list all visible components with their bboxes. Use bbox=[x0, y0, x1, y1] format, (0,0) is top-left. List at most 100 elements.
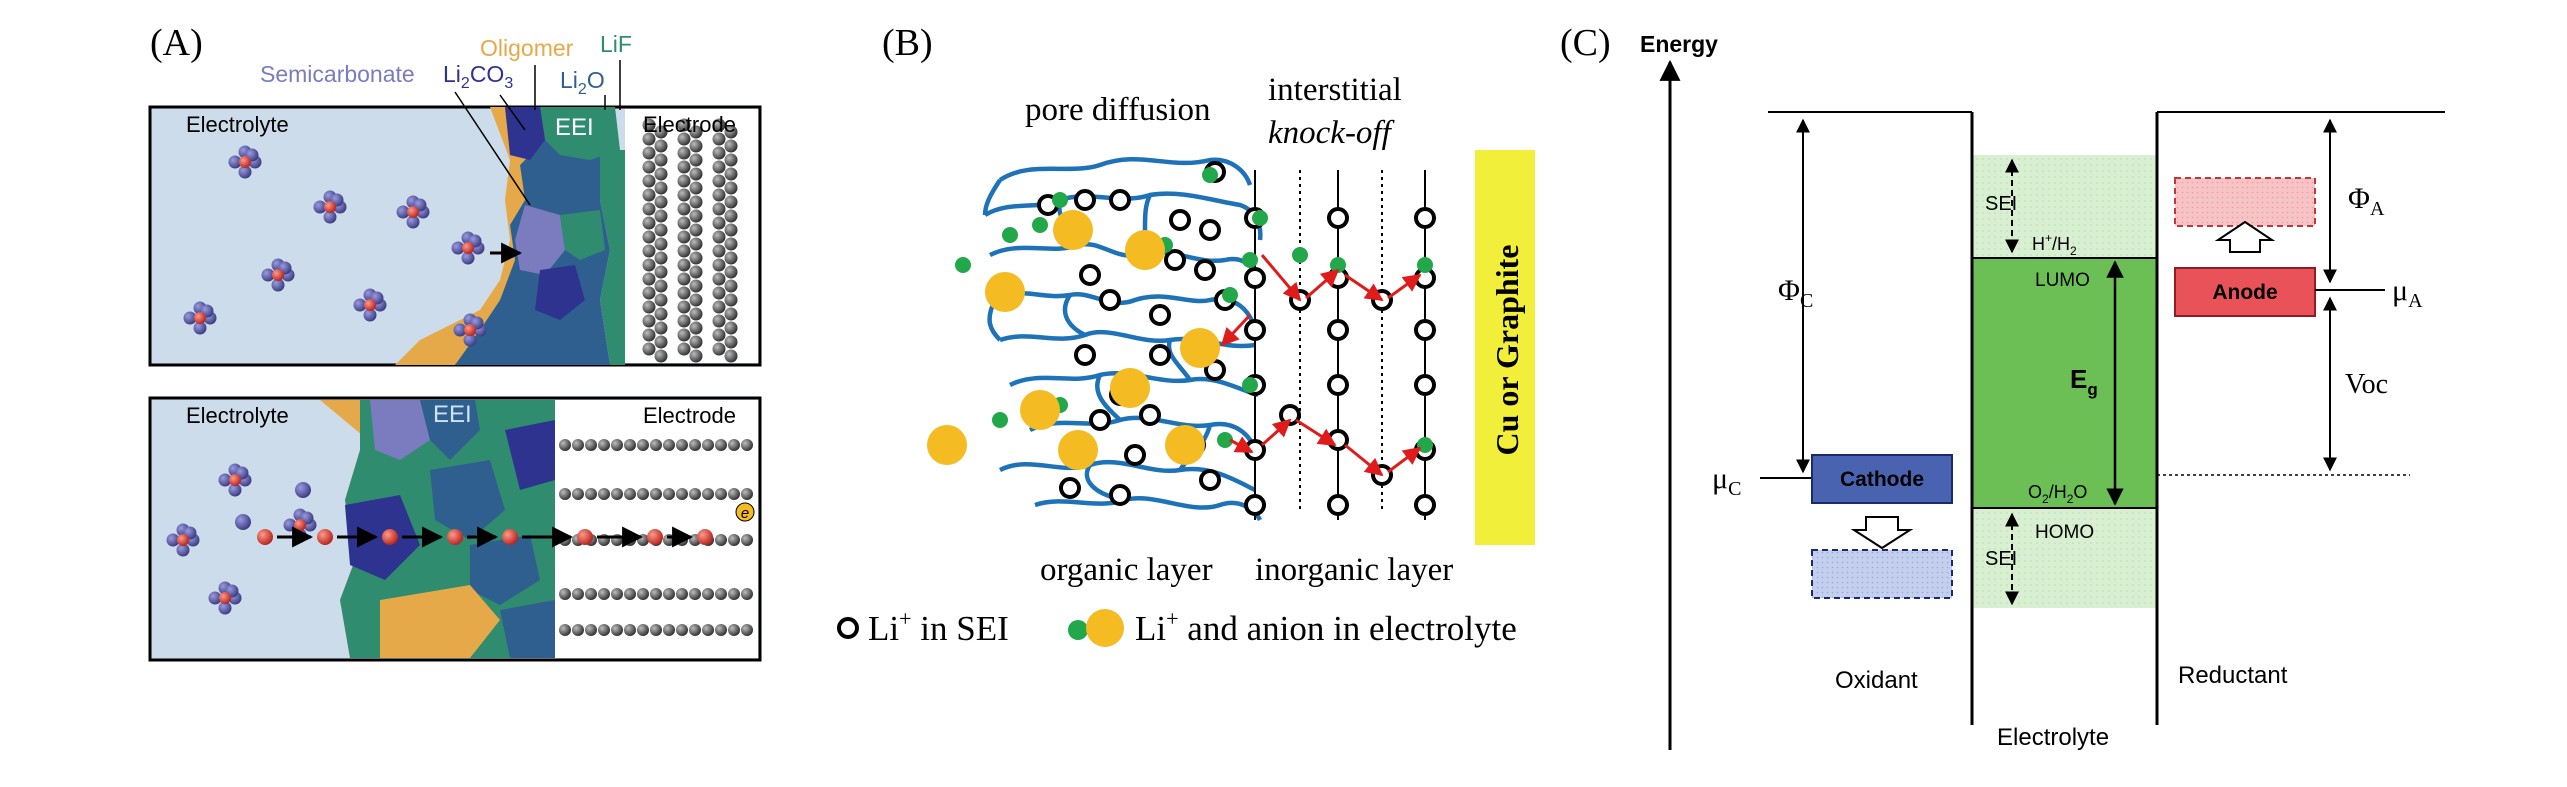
electrolyte-molecule bbox=[208, 581, 242, 615]
graphite-atom bbox=[642, 174, 656, 188]
anode-ghost-box bbox=[2174, 177, 2316, 227]
graphite-atom bbox=[642, 342, 656, 356]
graphite-atom bbox=[724, 293, 738, 307]
graphite-atom bbox=[654, 195, 668, 209]
anion-atom bbox=[295, 482, 311, 498]
electrolyte-li-ion bbox=[1292, 247, 1308, 263]
lithium-atom bbox=[219, 592, 231, 604]
graphite-atom bbox=[654, 349, 668, 363]
panel-b: (B) pore diffusion interstitial knock-of… bbox=[837, 22, 1535, 648]
mu-c-label: μC bbox=[1712, 462, 1741, 500]
red-transport-arrow bbox=[1344, 443, 1384, 477]
graphite-atom bbox=[654, 265, 668, 279]
graphite-atom bbox=[715, 624, 727, 636]
anion-atom bbox=[228, 155, 242, 169]
graphite-atom bbox=[712, 258, 726, 272]
graphite-atom bbox=[677, 202, 691, 216]
graphite-atom bbox=[677, 244, 691, 258]
lithium-ion bbox=[317, 529, 333, 545]
sei-li-ion bbox=[1109, 189, 1131, 211]
graphite-atom bbox=[689, 335, 703, 349]
sei-li-ion bbox=[1139, 404, 1161, 426]
graphite-atom bbox=[637, 488, 649, 500]
graphite-atom bbox=[677, 300, 691, 314]
graphite-atom bbox=[741, 624, 753, 636]
graphite-atom bbox=[642, 300, 656, 314]
red-transport-arrow bbox=[1229, 436, 1254, 454]
graphite-atom bbox=[728, 588, 740, 600]
graphite-atom bbox=[654, 335, 668, 349]
anion-atom bbox=[218, 473, 232, 487]
a-top-electrode-label: Electrode bbox=[643, 112, 736, 137]
sei-li-ion bbox=[1327, 374, 1349, 396]
band-gap bbox=[1972, 258, 2157, 508]
o-couple-label: O2/H2O bbox=[2028, 482, 2087, 506]
graphite-atom bbox=[677, 314, 691, 328]
interstitial-label: interstitial bbox=[1268, 72, 1402, 108]
panel-a-label: (A) bbox=[150, 22, 203, 64]
sei-li-ion bbox=[1124, 444, 1146, 466]
lithium-atom bbox=[272, 269, 284, 281]
graphite-atom bbox=[712, 202, 726, 216]
knock-off-label: knock-off bbox=[1268, 115, 1395, 151]
li2co3-region-2 bbox=[535, 265, 585, 320]
panel-a: (A) Electrolyte Electrode EEI Semicar bbox=[148, 22, 762, 662]
graphite-atom bbox=[654, 321, 668, 335]
electrolyte-molecule bbox=[453, 313, 487, 347]
li2o-b-4 bbox=[500, 600, 555, 658]
graphite-atom bbox=[598, 624, 610, 636]
graphite-atom bbox=[598, 488, 610, 500]
energy-axis-label: Energy bbox=[1640, 31, 1718, 57]
cathode-box bbox=[1811, 454, 1953, 504]
graphite-atom bbox=[689, 265, 703, 279]
graphite-atom bbox=[611, 624, 623, 636]
graphite-atom bbox=[728, 534, 740, 546]
sei-li-ion bbox=[1327, 494, 1349, 516]
anode-shift-arrow bbox=[2214, 220, 2276, 253]
graphite-atom bbox=[654, 251, 668, 265]
electrolyte-li-ion bbox=[1202, 167, 1218, 183]
legend-anion-marker bbox=[1086, 609, 1124, 647]
pore-diffusion-label: pore diffusion bbox=[1025, 92, 1210, 128]
sei-top-label: SEI bbox=[1985, 193, 2017, 215]
graphite-atom bbox=[689, 307, 703, 321]
graphite-atom bbox=[642, 188, 656, 202]
lithium-atom bbox=[229, 474, 241, 486]
anion bbox=[985, 272, 1025, 312]
sei-li-ion bbox=[1414, 374, 1436, 396]
graphite-atom bbox=[585, 588, 597, 600]
li-transport-chain bbox=[257, 526, 713, 548]
graphite-atom bbox=[712, 160, 726, 174]
phi-c-label: ΦC bbox=[1778, 274, 1813, 312]
red-transport-arrow bbox=[1387, 446, 1422, 474]
red-transport-arrow bbox=[1261, 418, 1292, 447]
electrode-region-b bbox=[555, 400, 758, 658]
graphite-atom bbox=[642, 146, 656, 160]
graphite-atom bbox=[715, 588, 727, 600]
cathode-ghost-box bbox=[1811, 549, 1953, 599]
graphite-columns bbox=[642, 118, 738, 363]
lumo-label: LUMO bbox=[2035, 270, 2090, 291]
graphite-atom bbox=[712, 188, 726, 202]
anion-atom bbox=[461, 251, 475, 265]
lithium-ion bbox=[257, 529, 273, 545]
graphite-atom bbox=[724, 139, 738, 153]
graphite-atom bbox=[728, 488, 740, 500]
homo-label: HOMO bbox=[2035, 522, 2094, 543]
red-transport-arrow bbox=[1387, 273, 1422, 300]
graphite-atom bbox=[689, 153, 703, 167]
graphite-atom bbox=[559, 588, 571, 600]
graphite-atom bbox=[624, 588, 636, 600]
graphite-atom bbox=[650, 624, 662, 636]
lithium-atom bbox=[239, 156, 251, 168]
sei-li-ion bbox=[1414, 319, 1436, 341]
graphite-atom bbox=[712, 244, 726, 258]
anion-atom bbox=[313, 200, 327, 214]
anion-atom bbox=[353, 298, 367, 312]
anion-atom bbox=[396, 205, 410, 219]
graphite-atom bbox=[689, 237, 703, 251]
electrolyte-li-ion bbox=[955, 257, 971, 273]
panel-c-label: (C) bbox=[1560, 22, 1611, 64]
graphite-atom bbox=[572, 488, 584, 500]
graphite-atom bbox=[559, 624, 571, 636]
